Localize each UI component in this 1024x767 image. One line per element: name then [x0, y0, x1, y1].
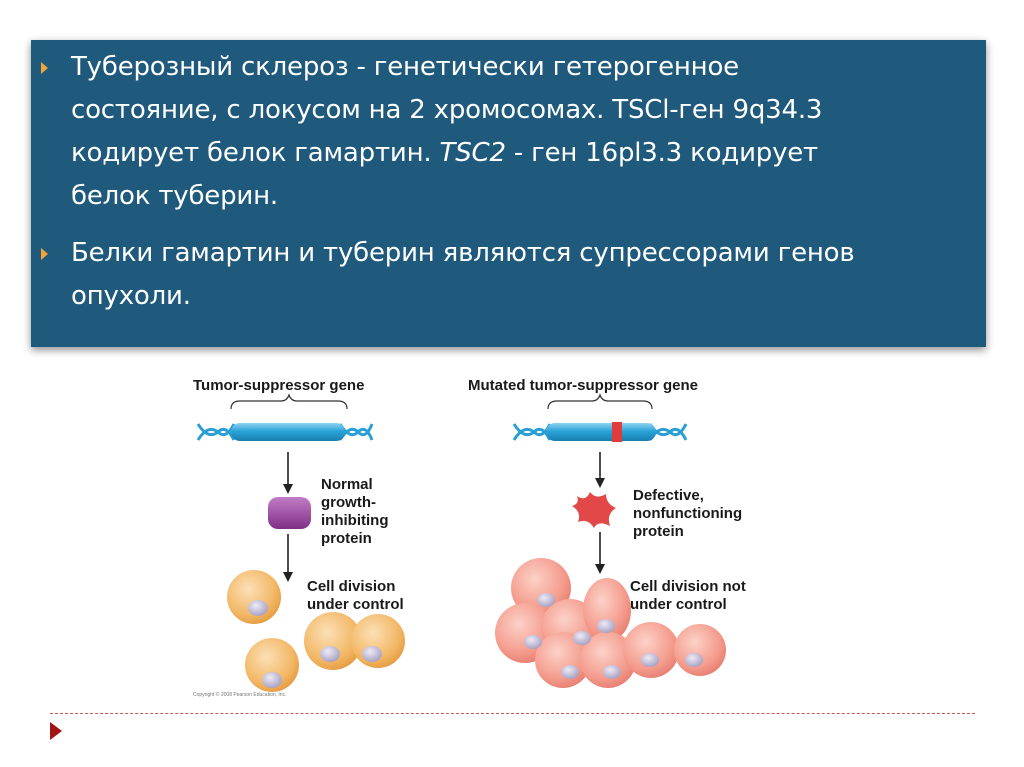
gene-brace	[231, 395, 347, 409]
footer-divider	[50, 713, 975, 714]
normal-cells	[227, 570, 405, 692]
gene-bar-normal	[231, 423, 345, 441]
gene-bar-mutated	[546, 423, 656, 441]
red-triangle-nav-icon[interactable]	[50, 722, 62, 740]
normal-protein-shape	[268, 497, 311, 529]
defective-protein-shape	[572, 492, 616, 528]
mutated-gene-brace	[548, 395, 652, 409]
tumor-cells	[495, 558, 726, 688]
copyright-text: Copyright © 2008 Pearson Education, Inc.	[193, 692, 286, 698]
mutation-band	[612, 422, 622, 442]
